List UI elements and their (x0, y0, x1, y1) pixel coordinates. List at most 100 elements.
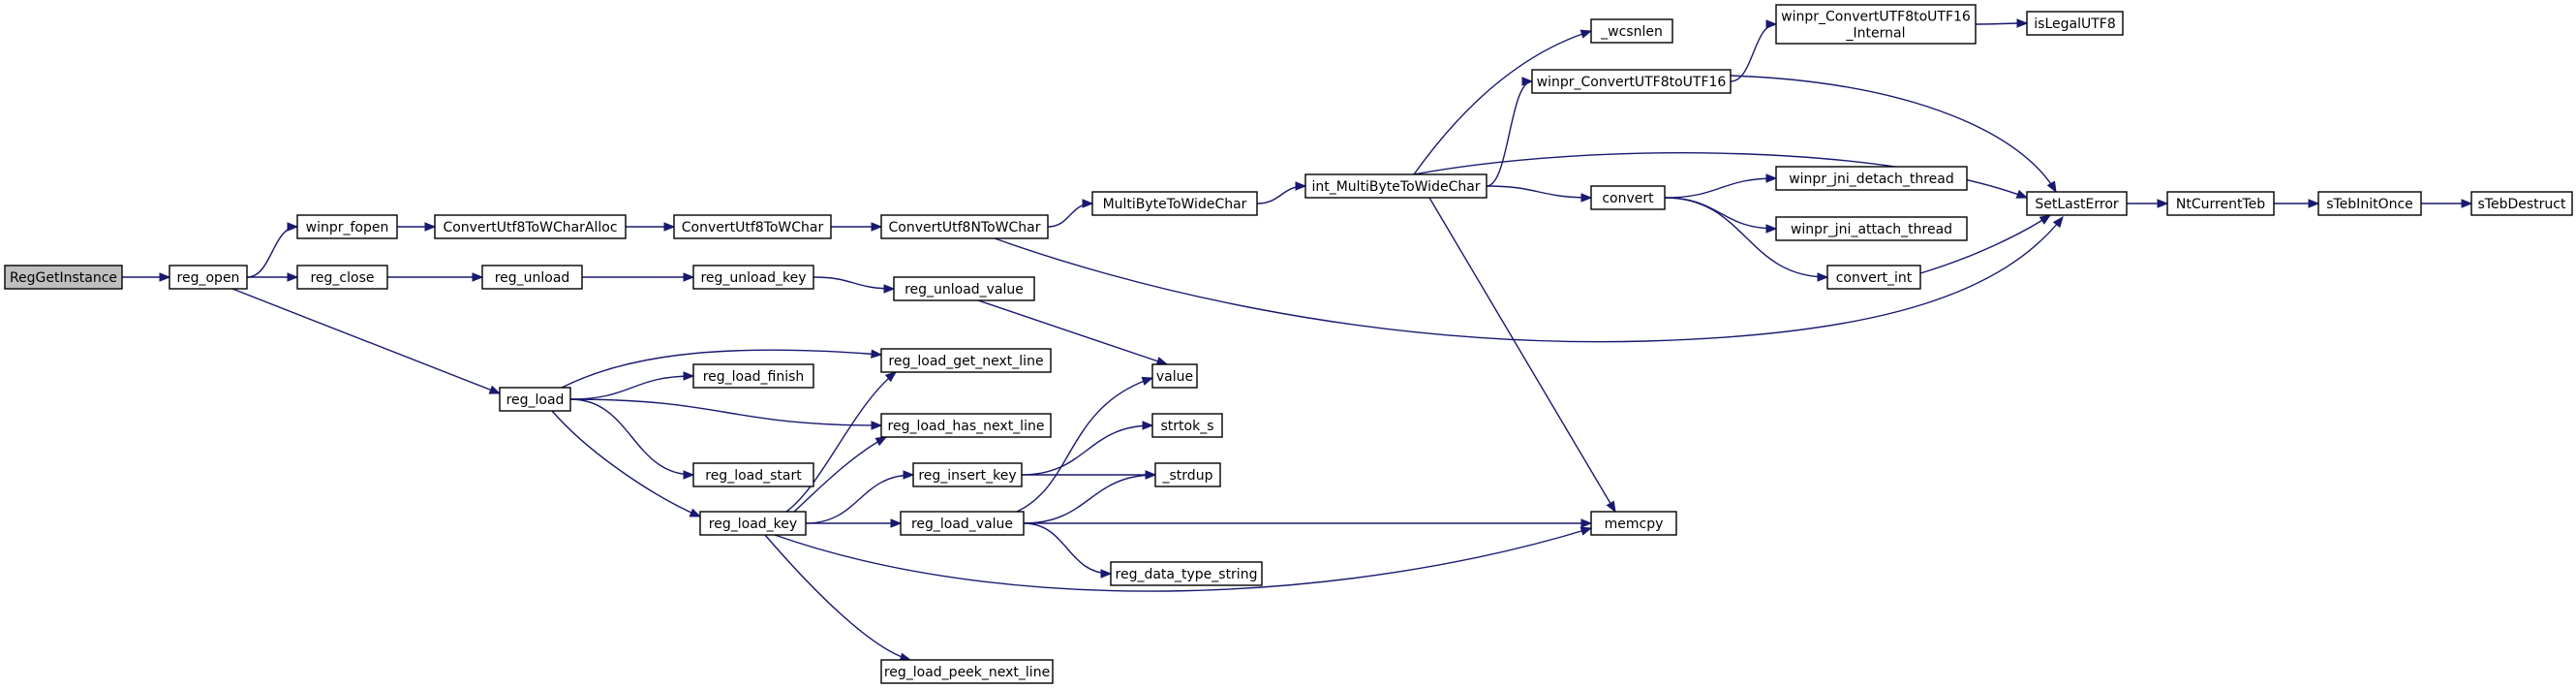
node-box[interactable] (880, 214, 1049, 239)
node-SetLastError[interactable]: SetLastError (2026, 191, 2128, 216)
node-box[interactable] (2026, 191, 2128, 216)
node-box[interactable] (1531, 69, 1732, 94)
node-reg_open[interactable]: reg_open (169, 265, 248, 290)
edge-reg_load-to-reg_load_start (569, 398, 694, 476)
node-sTebDestruct[interactable]: sTebDestruct (2470, 191, 2573, 216)
node-reg_load_key[interactable]: reg_load_key (699, 511, 807, 536)
node-label: isLegalUTF8 (2034, 16, 2115, 32)
node-box[interactable] (296, 214, 398, 239)
node-box[interactable] (699, 511, 807, 536)
node-box[interactable] (1826, 265, 1921, 290)
edge-arrowhead (884, 371, 898, 383)
node-value[interactable]: value (1151, 363, 1198, 389)
edge-int_MultiByteToWideChar-to-convert (1486, 185, 1592, 199)
node-memcpy[interactable]: memcpy (1590, 511, 1677, 536)
node-box[interactable] (1775, 4, 1977, 45)
node-reg_load_start[interactable]: reg_load_start (692, 462, 814, 487)
edge-ConvertUtf8NToWChar-to-SetLastError (994, 216, 2064, 343)
node-box[interactable] (673, 214, 832, 239)
node-ConvertUtf8ToWChar[interactable]: ConvertUtf8ToWChar (673, 214, 832, 239)
node-box[interactable] (4, 265, 123, 290)
node-box[interactable] (2026, 11, 2124, 36)
node-RegGetInstance[interactable]: RegGetInstance (4, 265, 123, 290)
node-box[interactable] (499, 387, 571, 412)
node-box[interactable] (2317, 191, 2422, 216)
node-box[interactable] (481, 265, 583, 290)
node-box[interactable] (434, 214, 627, 239)
edge-arrowhead (903, 470, 915, 480)
edge-reg_load_value-to-reg_data_type_string (1023, 522, 1112, 575)
node-reg_unload_key[interactable]: reg_unload_key (692, 265, 814, 290)
node-box[interactable] (169, 265, 248, 290)
node-reg_data_type_string[interactable]: reg_data_type_string (1110, 561, 1263, 586)
node-winpr_ConvertUTF8toUTF16[interactable]: winpr_ConvertUTF8toUTF16 (1531, 69, 1732, 94)
node-NtCurrentTeb[interactable]: NtCurrentTeb (2166, 191, 2275, 216)
node-convert_int[interactable]: convert_int (1826, 265, 1921, 290)
node-box[interactable] (880, 348, 1052, 373)
node-reg_load_has_next_line[interactable]: reg_load_has_next_line (880, 413, 1052, 438)
node-box[interactable] (1154, 462, 1221, 487)
node-reg_load_peek_next_line[interactable]: reg_load_peek_next_line (880, 659, 1054, 684)
node-ConvertUtf8ToWCharAlloc[interactable]: ConvertUtf8ToWCharAlloc (434, 214, 627, 239)
node-reg_insert_key[interactable]: reg_insert_key (912, 462, 1023, 487)
node-box[interactable] (692, 462, 814, 487)
node-_wcsnlen[interactable]: _wcsnlen (1590, 18, 1673, 44)
node-winpr_fopen[interactable]: winpr_fopen (296, 214, 398, 239)
node-int_MultiByteToWideChar[interactable]: int_MultiByteToWideChar (1304, 173, 1487, 199)
node-label: NtCurrentTeb (2176, 197, 2265, 212)
node-box[interactable] (296, 265, 388, 290)
edge-arrowhead (2039, 214, 2052, 225)
node-box[interactable] (1775, 216, 1968, 241)
node-_strdup[interactable]: _strdup (1154, 462, 1221, 487)
node-box[interactable] (1775, 166, 1968, 191)
node-box[interactable] (692, 265, 814, 290)
node-box[interactable] (2166, 191, 2275, 216)
node-reg_load[interactable]: reg_load (499, 387, 571, 412)
node-label: winpr_ConvertUTF8toUTF16 (1781, 10, 1971, 25)
node-reg_load_get_next_line[interactable]: reg_load_get_next_line (880, 348, 1052, 373)
node-winpr_jni_detach_thread[interactable]: winpr_jni_detach_thread (1775, 166, 1968, 191)
node-box[interactable] (692, 363, 814, 389)
node-reg_unload[interactable]: reg_unload (481, 265, 583, 290)
node-strtok_s[interactable]: strtok_s (1151, 413, 1223, 438)
edge-reg_load_value-to-value (1016, 377, 1153, 513)
edge-reg_load-to-reg_load_finish (569, 375, 694, 400)
node-reg_close[interactable]: reg_close (296, 265, 388, 290)
node-reg_unload_value[interactable]: reg_unload_value (893, 276, 1035, 301)
node-sTebInitOnce[interactable]: sTebInitOnce (2317, 191, 2422, 216)
node-box[interactable] (1110, 561, 1263, 586)
edge-convert-to-convert_int (1664, 197, 1828, 278)
node-box[interactable] (893, 276, 1035, 301)
node-box[interactable] (1091, 191, 1258, 216)
edge-reg_load_key-to-reg_load_has_next_line (793, 436, 887, 513)
node-label: reg_close (310, 270, 374, 286)
node-box[interactable] (1590, 185, 1666, 210)
node-box[interactable] (912, 462, 1023, 487)
node-reg_load_finish[interactable]: reg_load_finish (692, 363, 814, 389)
node-label: _wcsnlen (1600, 24, 1663, 40)
edge-reg_load_value-to-_strdup (1023, 474, 1156, 524)
node-box[interactable] (2470, 191, 2573, 216)
node-label: reg_load_value (911, 517, 1013, 532)
edge-ConvertUtf8NToWChar-to-MultiByteToWideChar (1047, 203, 1093, 228)
node-ConvertUtf8NToWChar[interactable]: ConvertUtf8NToWChar (880, 214, 1049, 239)
edge-arrowhead (2461, 199, 2473, 208)
node-reg_load_value[interactable]: reg_load_value (900, 511, 1025, 536)
node-box[interactable] (1590, 511, 1677, 536)
edge-arrowhead (488, 385, 502, 394)
node-box[interactable] (1151, 413, 1223, 438)
node-box[interactable] (1151, 363, 1198, 389)
node-box[interactable] (880, 659, 1054, 684)
node-isLegalUTF8[interactable]: isLegalUTF8 (2026, 11, 2124, 36)
edge-arrowhead (159, 272, 171, 282)
node-box[interactable] (1304, 173, 1487, 199)
node-convert[interactable]: convert (1590, 185, 1666, 210)
edge-arrowhead (287, 222, 299, 232)
node-winpr_jni_attach_thread[interactable]: winpr_jni_attach_thread (1775, 216, 1968, 241)
node-winpr_ConvertUTF8toUTF16_Internal[interactable]: winpr_ConvertUTF8toUTF16_Internal (1775, 4, 1977, 45)
node-box[interactable] (900, 511, 1025, 536)
node-MultiByteToWideChar[interactable]: MultiByteToWideChar (1091, 191, 1258, 216)
node-box[interactable] (1590, 18, 1673, 44)
node-box[interactable] (880, 413, 1052, 438)
